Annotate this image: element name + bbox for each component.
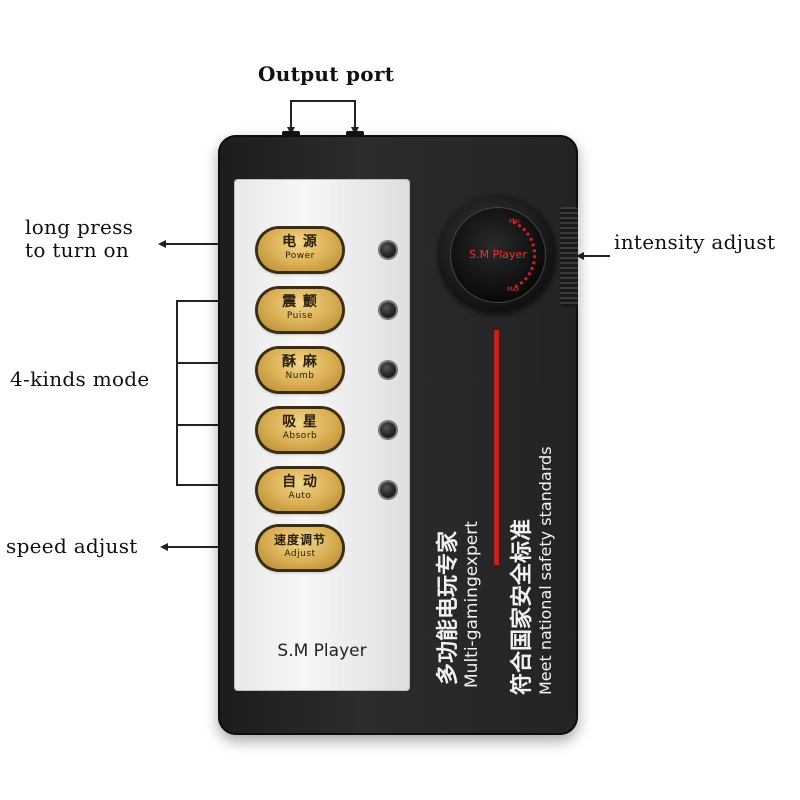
device-body: 电 源 Power 震 颤 Puise 酥 麻 Numb 吸 星 Absorb … xyxy=(218,131,578,735)
speed-adjust-button[interactable]: 速度调节 Adjust xyxy=(258,527,342,569)
four-kinds-mode-label: 4-kinds mode xyxy=(10,367,150,391)
knob-min-label: Min xyxy=(509,218,520,225)
accent-stripe xyxy=(494,330,499,565)
mode-bracket-tick-1 xyxy=(176,300,258,302)
power-button[interactable]: 电 源 Power xyxy=(258,229,342,271)
numb-mode-en-label: Numb xyxy=(285,371,315,381)
intensity-arrow xyxy=(576,252,584,260)
mode-bracket-tick-4 xyxy=(176,484,258,486)
speed-adjust-cn-label: 速度调节 xyxy=(273,533,326,547)
numb-mode-cn-label: 酥 麻 xyxy=(282,354,318,370)
absorb-mode-led xyxy=(380,422,396,438)
pulse-mode-cn-label: 震 颤 xyxy=(282,294,318,310)
pulse-mode-en-label: Puise xyxy=(286,311,314,321)
long-press-pointer xyxy=(164,243,258,245)
power-led xyxy=(380,242,396,258)
knob-scale-icon xyxy=(512,220,537,290)
mode-bracket-tick-3 xyxy=(176,424,258,426)
intensity-wheel[interactable] xyxy=(560,207,578,307)
intensity-knob-face: S.M Player Min Max xyxy=(450,207,546,303)
intensity-knob[interactable]: S.M Player Min Max xyxy=(438,195,556,313)
speed-adjust-label: speed adjust xyxy=(6,534,138,558)
side-text-line1-cn: 多功能电玩专家 xyxy=(436,530,461,685)
output-port-bracket-right xyxy=(354,100,356,130)
brand-label: S.M Player xyxy=(277,641,367,661)
speed-adjust-pointer xyxy=(167,546,257,548)
knob-max-label: Max xyxy=(507,286,520,293)
absorb-mode-cn-label: 吸 星 xyxy=(282,414,318,430)
numb-mode-led xyxy=(380,362,396,378)
speed-adjust-arrow xyxy=(160,543,168,551)
output-port-label: Output port xyxy=(258,62,395,86)
long-press-arrow xyxy=(158,240,166,248)
long-press-label-line1: long press xyxy=(25,215,134,239)
pulse-mode-led xyxy=(380,302,396,318)
intensity-adjust-label: intensity adjust xyxy=(614,230,776,254)
knob-brand-label: S.M Player xyxy=(469,248,527,261)
output-port-left[interactable] xyxy=(282,131,300,137)
side-text-line2-en: Meet national safety standards xyxy=(536,446,555,695)
auto-mode-button[interactable]: 自 动 Auto xyxy=(258,469,342,511)
output-port-right[interactable] xyxy=(346,131,364,137)
absorb-mode-en-label: Absorb xyxy=(282,431,318,441)
side-text-line2-cn: 符合国家安全标准 xyxy=(510,518,535,695)
long-press-label-line2: to turn on xyxy=(25,238,130,262)
mode-bracket-vertical xyxy=(176,300,178,486)
mode-bracket-tick-2 xyxy=(176,362,258,364)
intensity-pointer xyxy=(580,255,610,257)
output-port-bracket-left xyxy=(290,100,292,130)
output-port-bracket-top xyxy=(290,100,356,102)
numb-mode-button[interactable]: 酥 麻 Numb xyxy=(258,349,342,391)
speed-adjust-en-label: Adjust xyxy=(284,549,316,559)
pulse-mode-button[interactable]: 震 颤 Puise xyxy=(258,289,342,331)
absorb-mode-button[interactable]: 吸 星 Absorb xyxy=(258,409,342,451)
control-panel: 电 源 Power 震 颤 Puise 酥 麻 Numb 吸 星 Absorb … xyxy=(234,179,410,691)
power-button-cn-label: 电 源 xyxy=(282,234,318,250)
auto-mode-en-label: Auto xyxy=(288,491,312,501)
side-text-line1-en: Multi-gamingexpert xyxy=(462,521,482,688)
auto-mode-cn-label: 自 动 xyxy=(282,474,318,490)
power-button-en-label: Power xyxy=(285,251,315,261)
auto-mode-led xyxy=(380,482,396,498)
